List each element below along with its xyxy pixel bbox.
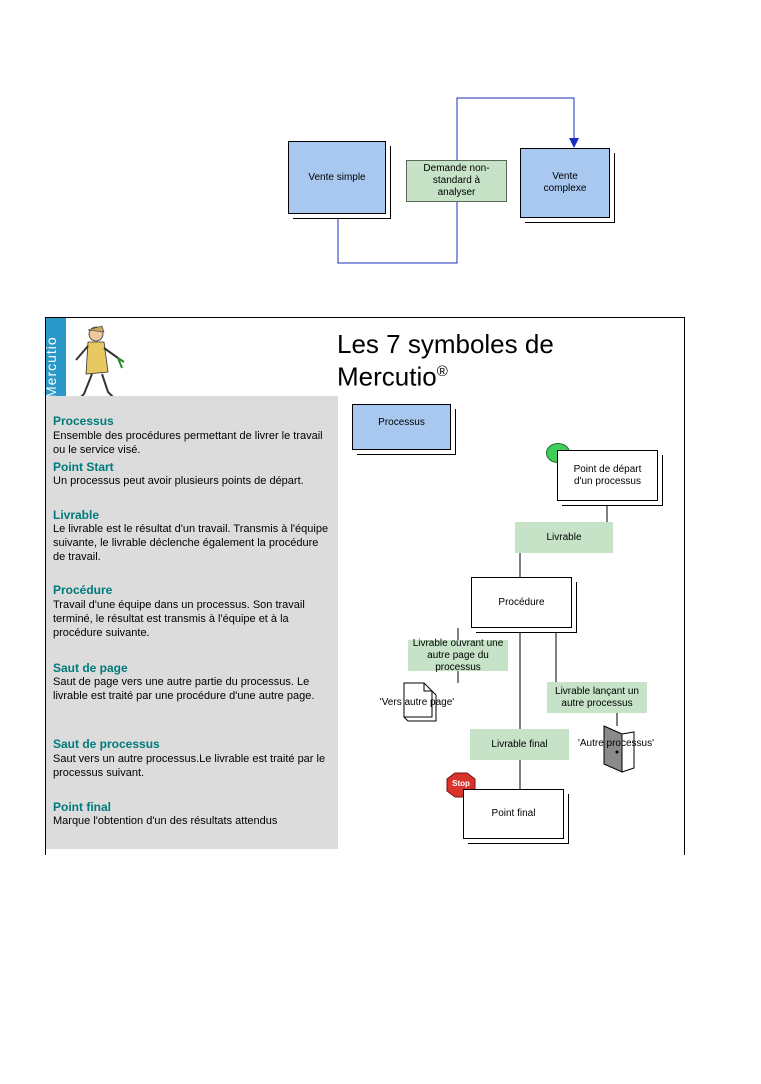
title-line-2: Mercutio® — [337, 358, 554, 391]
registered-mark: ® — [436, 363, 448, 380]
symbol-point-depart: Point de départ d'un processus — [557, 450, 658, 501]
livrable-page-label: Livrable ouvrant une autre page du proce… — [412, 637, 504, 673]
def-title-procedure: Procédure — [53, 583, 113, 597]
autre-processus-label: 'Autre processus' — [577, 738, 655, 749]
def-text-saut-page: Saut de page vers une autre partie du pr… — [53, 676, 315, 702]
process-jump-door-icon — [603, 725, 635, 773]
poster-frame — [45, 317, 685, 855]
vente-complexe-label: Vente complexe — [543, 171, 587, 194]
def-text-point-start: Un processus peut avoir plusieurs points… — [53, 475, 304, 487]
symbol-procedure: Procédure — [471, 577, 572, 628]
def-title-saut-page: Saut de page — [53, 661, 128, 675]
def-text-point-final: Marque l'obtention d'un des résultats at… — [53, 815, 278, 827]
def-text-livrable: Le livrable est le résultat d'un travail… — [53, 523, 329, 563]
livrable-final-label: Livrable final — [491, 738, 548, 750]
def-title-saut-processus: Saut de processus — [53, 737, 160, 751]
point-depart-label: Point de départ d'un processus — [573, 463, 642, 487]
symbol-livrable-page: Livrable ouvrant une autre page du proce… — [408, 637, 508, 673]
symbol-livrable: Livrable — [515, 522, 613, 553]
procedure-label: Procédure — [498, 596, 545, 608]
def-text-saut-processus: Saut vers un autre processus.Le livrable… — [53, 753, 326, 779]
livrable-label: Livrable — [546, 531, 582, 543]
def-title-processus: Processus — [53, 414, 114, 428]
stop-label: Stop — [452, 779, 470, 788]
symbol-processus: Processus — [352, 404, 451, 450]
symbol-livrable-final: Livrable final — [470, 729, 569, 760]
vente-simple-label: Vente simple — [308, 171, 366, 183]
symbol-point-final: Point final — [463, 789, 564, 839]
def-title-point-start: Point Start — [53, 460, 114, 474]
def-text-procedure: Travail d'une équipe dans un processus. … — [53, 599, 305, 639]
livrable-processus-label: Livrable lançant un autre processus — [555, 685, 639, 709]
def-title-point-final: Point final — [53, 800, 111, 814]
page-jump-icon — [403, 682, 437, 722]
connector-arrowhead — [569, 138, 579, 148]
title-line-1: Les 7 symboles de — [337, 329, 554, 359]
box-demande: Demande non-standard à analyser — [406, 160, 507, 202]
def-title-livrable: Livrable — [53, 508, 100, 522]
box-vente-complexe: Vente complexe — [520, 148, 610, 218]
vers-autre-page-label: 'Vers autre page' — [379, 697, 455, 708]
point-final-label: Point final — [491, 808, 536, 819]
definitions-panel — [46, 396, 338, 849]
poster-title: Les 7 symboles de Mercutio® — [337, 330, 554, 391]
symbol-livrable-processus: Livrable lançant un autre processus — [547, 682, 647, 713]
def-text-processus: Ensemble des procédures permettant de li… — [53, 430, 323, 456]
title-mercutio: Mercutio — [337, 361, 437, 392]
box-vente-simple: Vente simple — [288, 141, 386, 214]
demande-label: Demande non-standard à analyser — [423, 163, 490, 198]
brand-strip — [46, 318, 66, 406]
symbol-processus-label: Processus — [378, 417, 425, 428]
